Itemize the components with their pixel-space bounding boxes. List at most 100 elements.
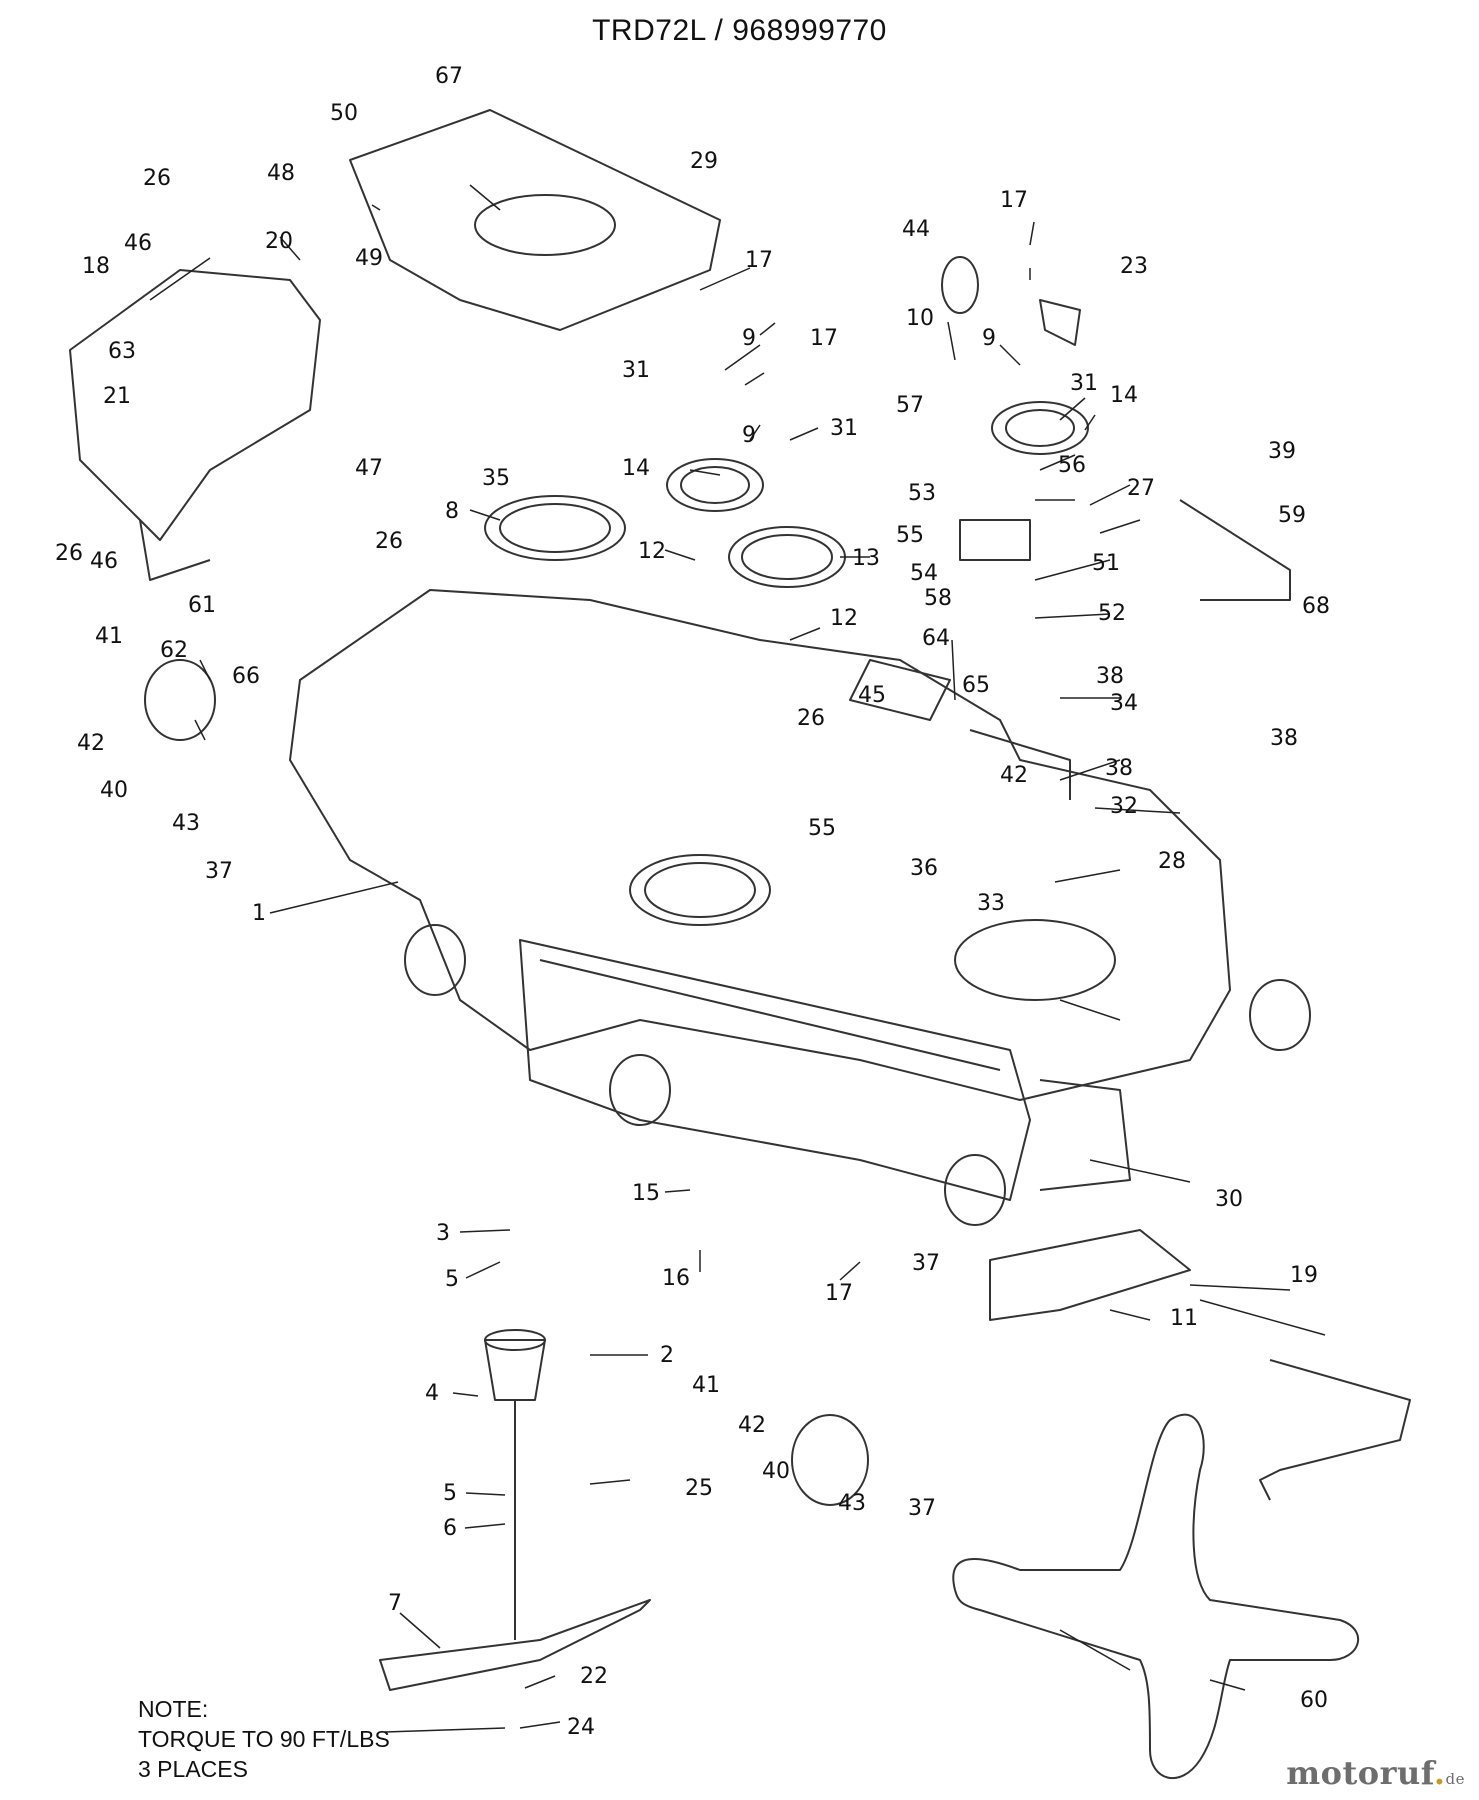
callout-26a: 26 (143, 166, 171, 191)
callout-41a: 41 (95, 624, 123, 649)
callout-28: 28 (1158, 849, 1186, 874)
callout-18: 18 (82, 254, 110, 279)
note-line-1: TORQUE TO 90 FT/LBS (138, 1726, 390, 1752)
discharge-chute (69, 269, 321, 541)
diagram-title: TRD72L / 968999770 (592, 14, 887, 47)
callout-9a: 9 (742, 326, 756, 351)
callout-19: 19 (1290, 1263, 1318, 1288)
callout-56: 56 (1058, 453, 1086, 478)
callout-62: 62 (160, 638, 188, 663)
callout-47: 47 (355, 456, 383, 481)
callout-51: 51 (1092, 551, 1120, 576)
callout-31b: 31 (830, 416, 858, 441)
callout-5: 5 (445, 1267, 459, 1292)
callout-30: 30 (1215, 1187, 1243, 1212)
spindle-2 (484, 1339, 546, 1401)
watermark-brand: motoruf (1286, 1754, 1434, 1792)
callout-13: 13 (852, 546, 880, 571)
callout-12b: 12 (830, 606, 858, 631)
callout-42b: 42 (1000, 763, 1028, 788)
callout-40a: 40 (100, 778, 128, 803)
callout-45: 45 (858, 683, 886, 708)
motoruf-watermark: motoruf.de (1286, 1754, 1465, 1792)
callout-65: 65 (962, 673, 990, 698)
wheel-40b (791, 1414, 869, 1506)
callout-49: 49 (355, 246, 383, 271)
blade-7 (379, 1599, 651, 1691)
callout-15: 15 (632, 1181, 660, 1206)
callout-40b: 40 (762, 1459, 790, 1484)
callout-10: 10 (906, 306, 934, 331)
callout-21: 21 (103, 384, 131, 409)
deck-front-panel (519, 939, 1031, 1201)
callout-63: 63 (108, 339, 136, 364)
callout-55a: 55 (896, 523, 924, 548)
callout-17b: 17 (810, 326, 838, 351)
callout-14a: 14 (622, 456, 650, 481)
callout-37b: 37 (912, 1251, 940, 1276)
callout-24: 24 (567, 1715, 595, 1740)
callout-38b: 38 (1105, 756, 1133, 781)
callout-14b: 14 (1110, 383, 1138, 408)
callout-55b: 55 (808, 816, 836, 841)
mower-deck (289, 589, 1231, 1101)
callout-53: 53 (908, 481, 936, 506)
callout-38a: 38 (1096, 664, 1124, 689)
callout-35: 35 (482, 466, 510, 491)
callout-26b: 26 (55, 541, 83, 566)
callout-67: 67 (435, 64, 463, 89)
callout-37c: 37 (908, 1496, 936, 1521)
callout-50: 50 (330, 101, 358, 126)
parts-drawing (69, 109, 1411, 1780)
callout-60: 60 (1300, 1688, 1328, 1713)
callout-42a: 42 (77, 731, 105, 756)
callout-46b: 46 (90, 549, 118, 574)
callout-22: 22 (580, 1664, 608, 1689)
callout-29: 29 (690, 149, 718, 174)
callout-26c: 26 (375, 529, 403, 554)
note-heading: NOTE: (138, 1696, 209, 1722)
callout-4: 4 (425, 1381, 439, 1406)
callout-16: 16 (662, 1266, 690, 1291)
watermark-tld: de (1445, 1770, 1465, 1788)
callout-36: 36 (910, 856, 938, 881)
callout-32: 32 (1110, 794, 1138, 819)
callout-33: 33 (977, 891, 1005, 916)
callout-7: 7 (388, 1591, 402, 1616)
callout-43b: 43 (838, 1491, 866, 1516)
callout-17d: 17 (825, 1281, 853, 1306)
callout-34: 34 (1110, 691, 1138, 716)
callout-11: 11 (1170, 1306, 1198, 1331)
callout-3: 3 (436, 1221, 450, 1246)
callout-41b: 41 (692, 1373, 720, 1398)
pulley-14b (991, 401, 1089, 455)
belt-60 (952, 1413, 1360, 1780)
torque-note: NOTE: TORQUE TO 90 FT/LBS 3 PLACES (138, 1694, 390, 1784)
idler-arm-19 (989, 1229, 1191, 1321)
callout-42c: 42 (738, 1413, 766, 1438)
callout-8: 8 (445, 499, 459, 524)
callout-44: 44 (902, 217, 930, 242)
callout-46a: 46 (124, 231, 152, 256)
callout-39: 39 (1268, 439, 1296, 464)
callout-31a: 31 (622, 358, 650, 383)
callout-26d: 26 (797, 706, 825, 731)
callout-61: 61 (188, 593, 216, 618)
callout-52: 52 (1098, 601, 1126, 626)
callout-9c: 9 (982, 326, 996, 351)
callout-64: 64 (922, 626, 950, 651)
callout-2: 2 (660, 1343, 674, 1368)
callout-59: 59 (1278, 503, 1306, 528)
callout-37a: 37 (205, 859, 233, 884)
callout-1: 1 (252, 901, 266, 926)
callout-54: 54 (910, 561, 938, 586)
callout-66: 66 (232, 664, 260, 689)
callout-12a: 12 (638, 539, 666, 564)
callout-43a: 43 (172, 811, 200, 836)
leader-lines (149, 184, 1326, 1733)
callout-25: 25 (685, 1476, 713, 1501)
callout-57: 57 (896, 393, 924, 418)
callout-20: 20 (265, 229, 293, 254)
callout-38c: 38 (1270, 726, 1298, 751)
